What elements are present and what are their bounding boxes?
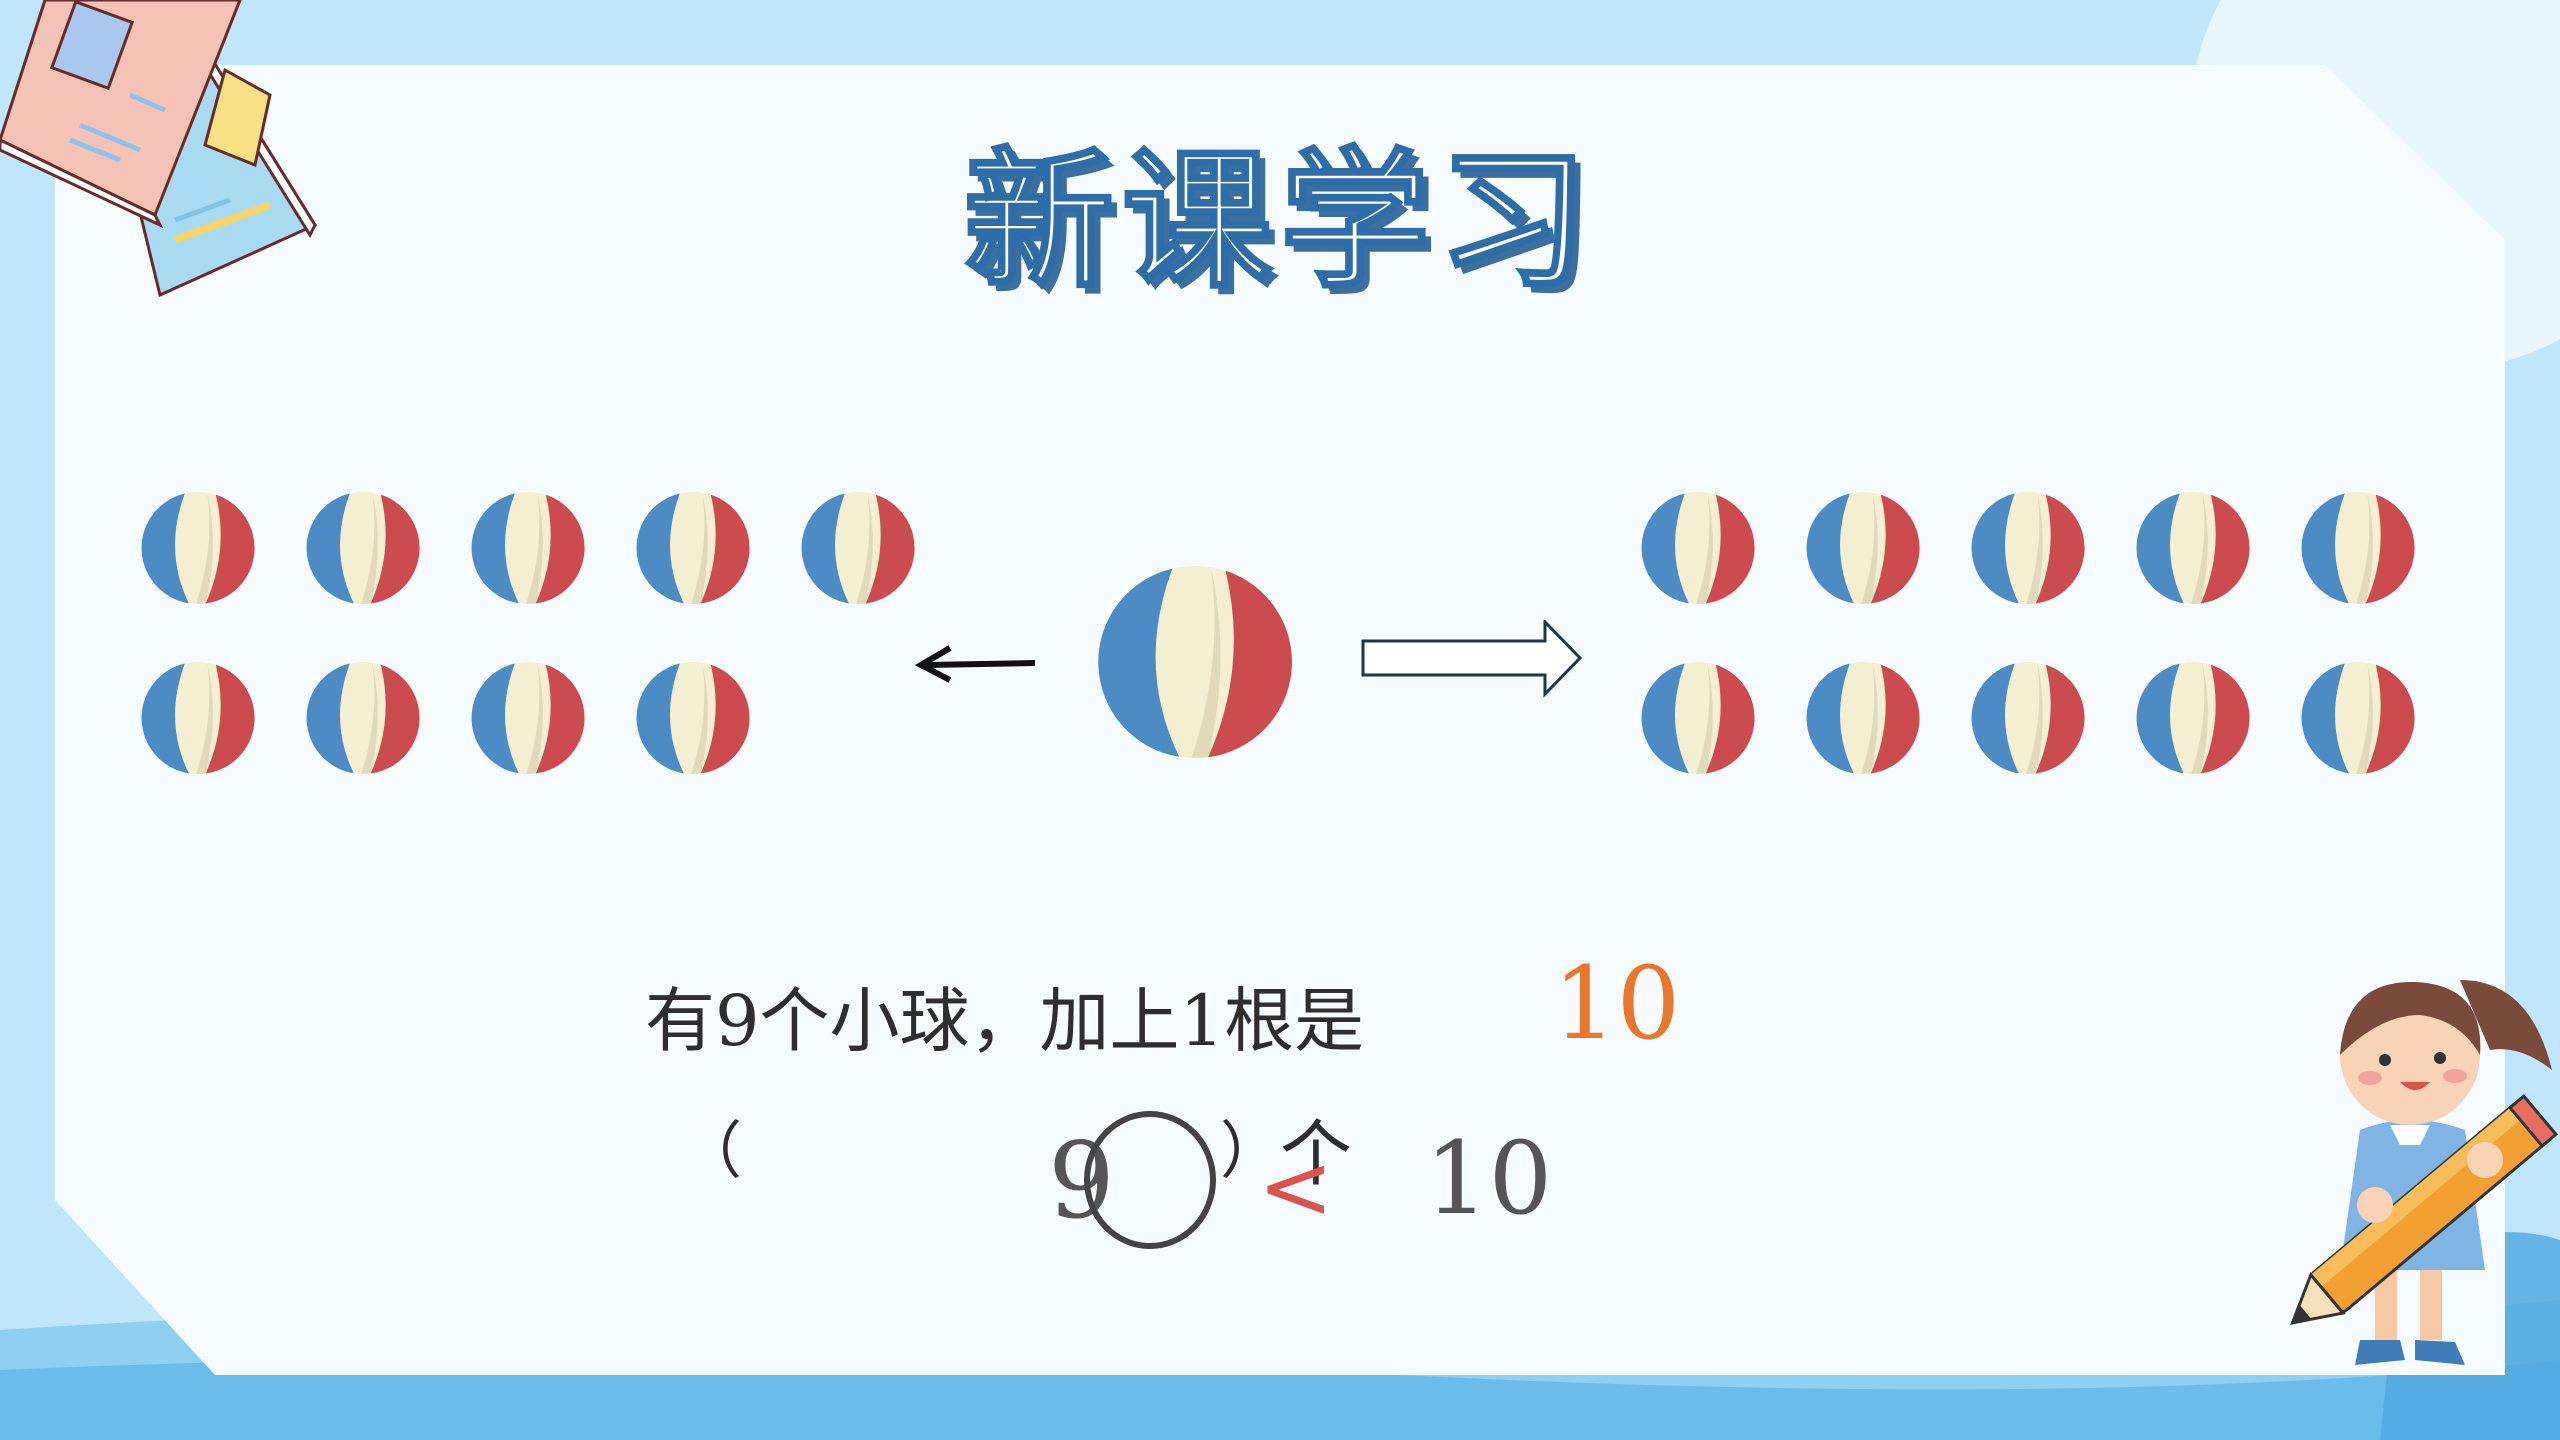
content-card — [55, 65, 2505, 1375]
ball-left-5 — [796, 487, 920, 609]
ball-right-5 — [2296, 487, 2420, 609]
ball-left-4 — [631, 487, 755, 609]
ball-center — [1090, 557, 1300, 767]
ball-right-6 — [1636, 657, 1760, 779]
ball-right-9 — [2131, 657, 2255, 779]
ball-left-1 — [136, 487, 260, 609]
hollow-arrow-right-icon — [1361, 620, 1583, 698]
ball-left-9 — [631, 657, 755, 779]
unit-label: 个 — [1280, 1112, 1353, 1196]
ball-right-4 — [2131, 487, 2255, 609]
ball-left-2 — [301, 487, 425, 609]
arrow-left-icon — [914, 645, 1036, 683]
question-answer: 10 — [1553, 945, 1681, 1062]
ball-right-2 — [1801, 487, 1925, 609]
ball-left-6 — [136, 657, 260, 779]
ball-left-3 — [466, 487, 590, 609]
books-icon — [0, 0, 318, 298]
ball-right-1 — [1636, 487, 1760, 609]
ball-right-10 — [2296, 657, 2420, 779]
ball-right-8 — [1966, 657, 2090, 779]
ball-right-3 — [1966, 487, 2090, 609]
page-title: 新课学习 — [962, 132, 1596, 311]
close-paren: ） — [1220, 1114, 1283, 1187]
comparison-symbol: < — [1258, 1135, 1334, 1240]
open-paren: （ — [680, 1114, 743, 1187]
circle-icon — [1084, 1111, 1216, 1249]
ball-right-7 — [1801, 657, 1925, 779]
question-sentence: 有9个小球，加上1根是 — [645, 980, 1365, 1062]
ball-left-7 — [301, 657, 425, 779]
right-number: 10 — [1425, 1120, 1553, 1237]
girl-with-pencil-icon — [2290, 980, 2559, 1365]
ball-left-8 — [466, 657, 590, 779]
